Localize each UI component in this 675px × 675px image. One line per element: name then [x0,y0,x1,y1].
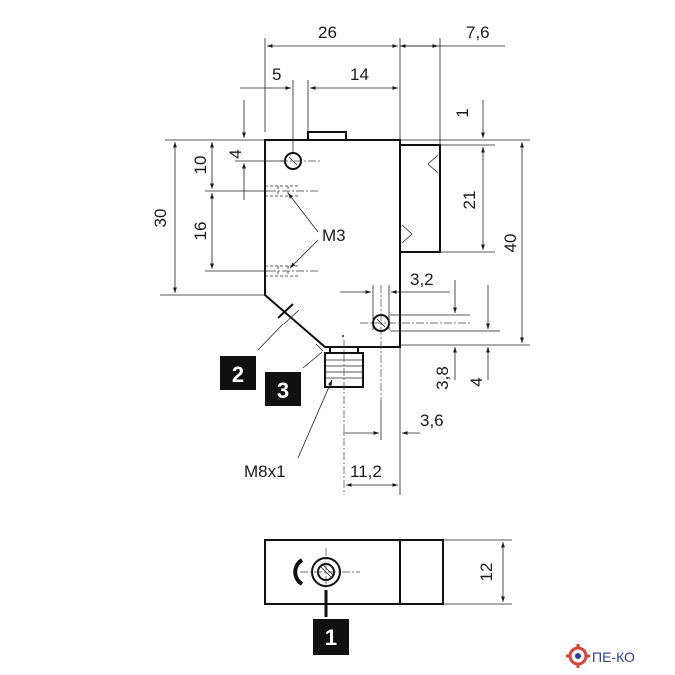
logo-text: ПЕ-КО [592,649,635,665]
dim-3-2: 3,2 [410,270,434,289]
dim-7-6: 7,6 [466,23,490,42]
dim-3-6: 3,6 [420,411,444,430]
dim-16: 16 [191,222,210,241]
dim-5: 5 [272,65,281,84]
lens-block [399,144,441,253]
front-view: M3 M8x1 [244,131,470,495]
top-tab [307,131,347,141]
chamfer-tick [315,343,324,352]
m3-thread-upper [265,185,318,197]
dim-30: 30 [151,209,170,228]
dim-3-8: 3,8 [433,366,452,390]
svg-text:1: 1 [325,625,337,650]
lens-arrow-top [427,154,439,174]
callout-1: 1 [313,619,349,655]
m3-thread-lower [265,265,318,277]
m3-leader-lower [289,239,319,269]
top-view-lens [399,539,444,605]
mounting-hole-top [280,152,320,170]
mounting-hole-bottom [360,285,470,400]
adjust-arc-icon [293,558,304,586]
sensor-body-outline [264,139,401,348]
dim-4-lower: 4 [467,377,486,386]
peko-logo: ПЕ-КО [566,644,635,668]
dim-40: 40 [501,234,520,253]
m3-label: M3 [322,226,346,245]
chamfer-mark-2b [283,309,300,325]
dim-10: 10 [191,156,210,175]
dim-14: 14 [350,65,369,84]
m3-leader-upper [287,192,319,233]
top-view: 12 [264,539,512,617]
callout-3: 3 [265,372,301,406]
gear-icon [566,644,590,668]
svg-text:2: 2 [232,362,244,387]
callout-2-leader [257,323,284,351]
lens-arrow-bottom [401,224,413,244]
dim-1: 1 [453,108,472,117]
callout-3-leader [302,351,323,369]
chamfer-dot [342,335,344,337]
m8-leader [297,379,333,459]
callout-2: 2 [220,356,256,390]
svg-text:3: 3 [277,378,289,403]
dim-11-2: 11,2 [350,462,382,481]
dim-26: 26 [318,23,337,42]
dim-12: 12 [477,563,496,582]
dimension-lines: 26 7,6 5 14 4 10 16 30 [151,23,530,495]
m8-label: M8x1 [244,462,286,481]
dim-4-top: 4 [226,149,245,158]
m8-connector [324,340,364,495]
chamfer-mark-2 [277,303,294,319]
dim-21: 21 [460,191,479,210]
